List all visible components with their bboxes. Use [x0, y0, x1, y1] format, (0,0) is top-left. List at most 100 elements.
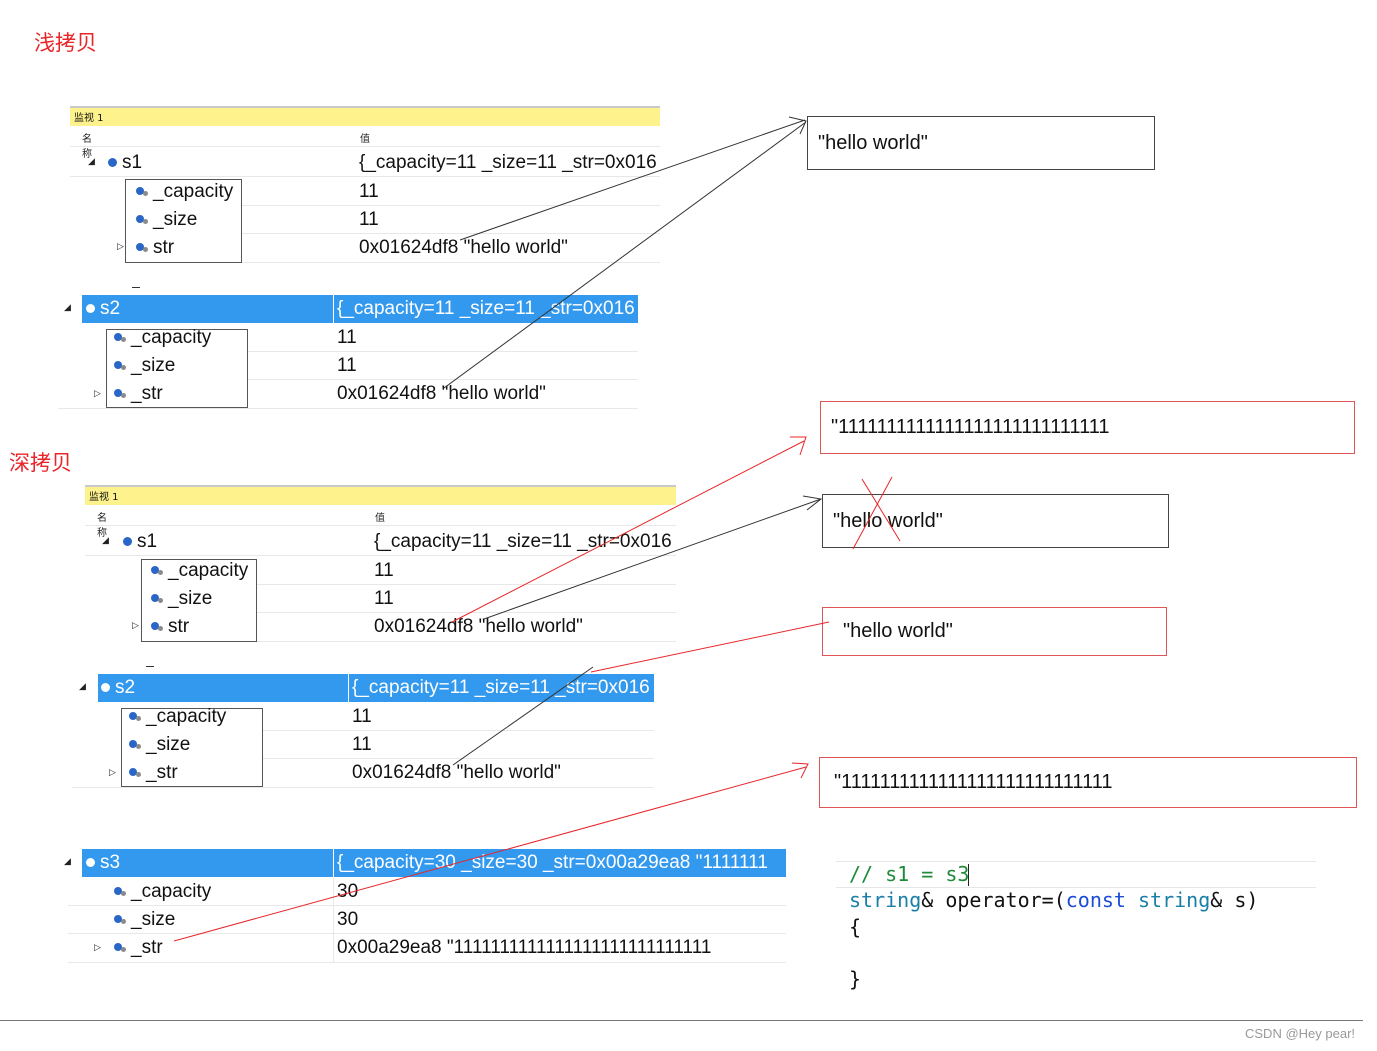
footer-divider	[0, 1020, 1363, 1021]
collapsed-arrow-icon[interactable]: ▷	[132, 620, 139, 630]
watch-value-str: 0x01624df8 "hello world"	[359, 237, 568, 258]
watermark: CSDN @Hey pear!	[1245, 1026, 1356, 1041]
field-icon	[136, 243, 149, 253]
watch-row-str[interactable]: str	[136, 234, 174, 262]
watch-value-capacity: 11	[352, 706, 372, 727]
code-open-brace: {	[849, 915, 862, 939]
watch-row-size[interactable]: _size	[114, 906, 175, 934]
watch-value-str: 0x00a29ea8 "1111111111111111111111111111	[337, 937, 712, 958]
field-highlight-box	[121, 708, 263, 787]
watch-row-capacity[interactable]: _capacity	[129, 703, 226, 731]
deep-copy-heading: 深拷贝	[9, 451, 72, 475]
watch-value-size: 30	[337, 909, 359, 930]
field-icon	[151, 622, 164, 632]
field-icon	[136, 187, 149, 197]
heap-memory-ones-bottom: "1111111111111111111111111111	[819, 757, 1357, 808]
value-column-header[interactable]: 值	[360, 134, 370, 145]
watch-value-capacity: 11	[337, 327, 357, 348]
variable-name: s1	[122, 152, 143, 173]
expand-arrow-icon[interactable]: ◢	[64, 856, 71, 866]
code-close-brace: }	[849, 967, 862, 991]
watch-value-size: 11	[359, 209, 379, 230]
watch-row-str[interactable]: _str	[114, 380, 163, 408]
watch-row-capacity[interactable]: _capacity	[136, 178, 233, 206]
heap-memory-hello-world: "hello world"	[807, 116, 1155, 170]
object-icon	[86, 858, 95, 867]
field-icon	[151, 566, 164, 576]
expand-arrow-icon[interactable]: ◢	[79, 681, 86, 691]
name-column-header[interactable]: 名称	[97, 513, 107, 539]
field-icon	[114, 389, 127, 399]
object-icon	[123, 537, 132, 546]
watch-value-size: 11	[337, 355, 357, 376]
heap-memory-ones-top: "1111111111111111111111111111	[820, 401, 1355, 454]
watch-window-title: 监视 1	[85, 485, 676, 505]
watch-value-s1: {_capacity=11 _size=11 _str=0x016	[359, 152, 657, 173]
field-highlight-box	[125, 179, 242, 263]
expand-arrow-icon[interactable]: ◢	[88, 156, 95, 166]
watch-value-str: 0x01624df8 "hello world"	[352, 762, 561, 783]
selected-row-s2[interactable]	[98, 674, 654, 702]
collapsed-arrow-icon[interactable]: ▷	[94, 388, 101, 398]
object-icon	[108, 158, 117, 167]
field-highlight-box	[141, 559, 257, 642]
selected-row-s3[interactable]	[82, 849, 786, 877]
watch-row-s3[interactable]: s3	[86, 849, 120, 877]
field-icon	[129, 740, 142, 750]
text-cursor	[968, 864, 969, 886]
field-icon	[114, 333, 127, 343]
watch-value-size: 11	[374, 588, 394, 609]
watch-row-size[interactable]: _size	[114, 352, 175, 380]
shallow-pointer-arrows	[443, 116, 807, 389]
watch-value-capacity: 11	[374, 560, 394, 581]
code-operator-signature: string& operator=(const string& s)	[849, 888, 1259, 912]
watch-row-capacity[interactable]: _capacity	[114, 324, 211, 352]
field-icon	[129, 768, 142, 778]
watch-row-capacity[interactable]: _capacity	[151, 557, 248, 585]
watch-value-str: 0x01624df8 "hello world"	[337, 383, 546, 404]
watch-row-size[interactable]: _size	[136, 206, 197, 234]
field-icon	[114, 887, 127, 897]
deep-red-pointers	[173, 436, 901, 942]
expand-arrow-icon[interactable]: ◢	[102, 535, 109, 545]
field-icon	[129, 712, 142, 722]
watch-row-s1[interactable]: s1	[123, 528, 157, 556]
watch-value-capacity: 30	[337, 881, 359, 902]
collapsed-arrow-icon[interactable]: ▷	[117, 241, 124, 251]
field-icon	[136, 215, 149, 225]
watch-value-s2: {_capacity=11 _size=11 _str=0x016	[352, 677, 650, 698]
watch-row-str[interactable]: _str	[114, 934, 163, 962]
selected-row-s2[interactable]	[82, 295, 638, 323]
watch-value-capacity: 11	[359, 181, 379, 202]
heap-memory-hello-world-s2: "hello world"	[822, 607, 1167, 656]
field-highlight-box	[106, 329, 248, 408]
shallow-copy-heading: 浅拷贝	[34, 31, 97, 55]
value-column-header[interactable]: 值	[375, 513, 385, 524]
watch-value-s2: {_capacity=11 _size=11 _str=0x016	[337, 298, 635, 319]
watch-row-str[interactable]: _str	[129, 759, 178, 787]
watch-value-s3: {_capacity=30 _size=30 _str=0x00a29ea8 "…	[337, 852, 768, 873]
deep-black-pointers	[452, 495, 823, 766]
watch-row-str[interactable]: str	[151, 613, 189, 641]
field-icon	[114, 943, 127, 953]
object-icon	[101, 683, 110, 692]
watch-row-size[interactable]: _size	[129, 731, 190, 759]
field-icon	[151, 594, 164, 604]
collapsed-arrow-icon[interactable]: ▷	[94, 942, 101, 952]
expand-arrow-icon[interactable]: ◢	[64, 302, 71, 312]
object-icon	[86, 304, 95, 313]
watch-row-s1[interactable]: s1	[108, 149, 142, 177]
watch-row-size[interactable]: _size	[151, 585, 212, 613]
name-column-header[interactable]: 名称	[82, 134, 92, 160]
collapsed-arrow-icon[interactable]: ▷	[109, 767, 116, 777]
watch-row-s2[interactable]: s2	[101, 674, 135, 702]
watch-value-str: 0x01624df8 "hello world"	[374, 616, 583, 637]
code-comment: // s1 = s3	[849, 862, 970, 886]
field-icon	[114, 915, 127, 925]
watch-row-s2[interactable]: s2	[86, 295, 120, 323]
watch-row-capacity[interactable]: _capacity	[114, 878, 211, 906]
watch-window-title: 监视 1	[70, 106, 660, 126]
watch-value-size: 11	[352, 734, 372, 755]
field-icon	[114, 361, 127, 371]
